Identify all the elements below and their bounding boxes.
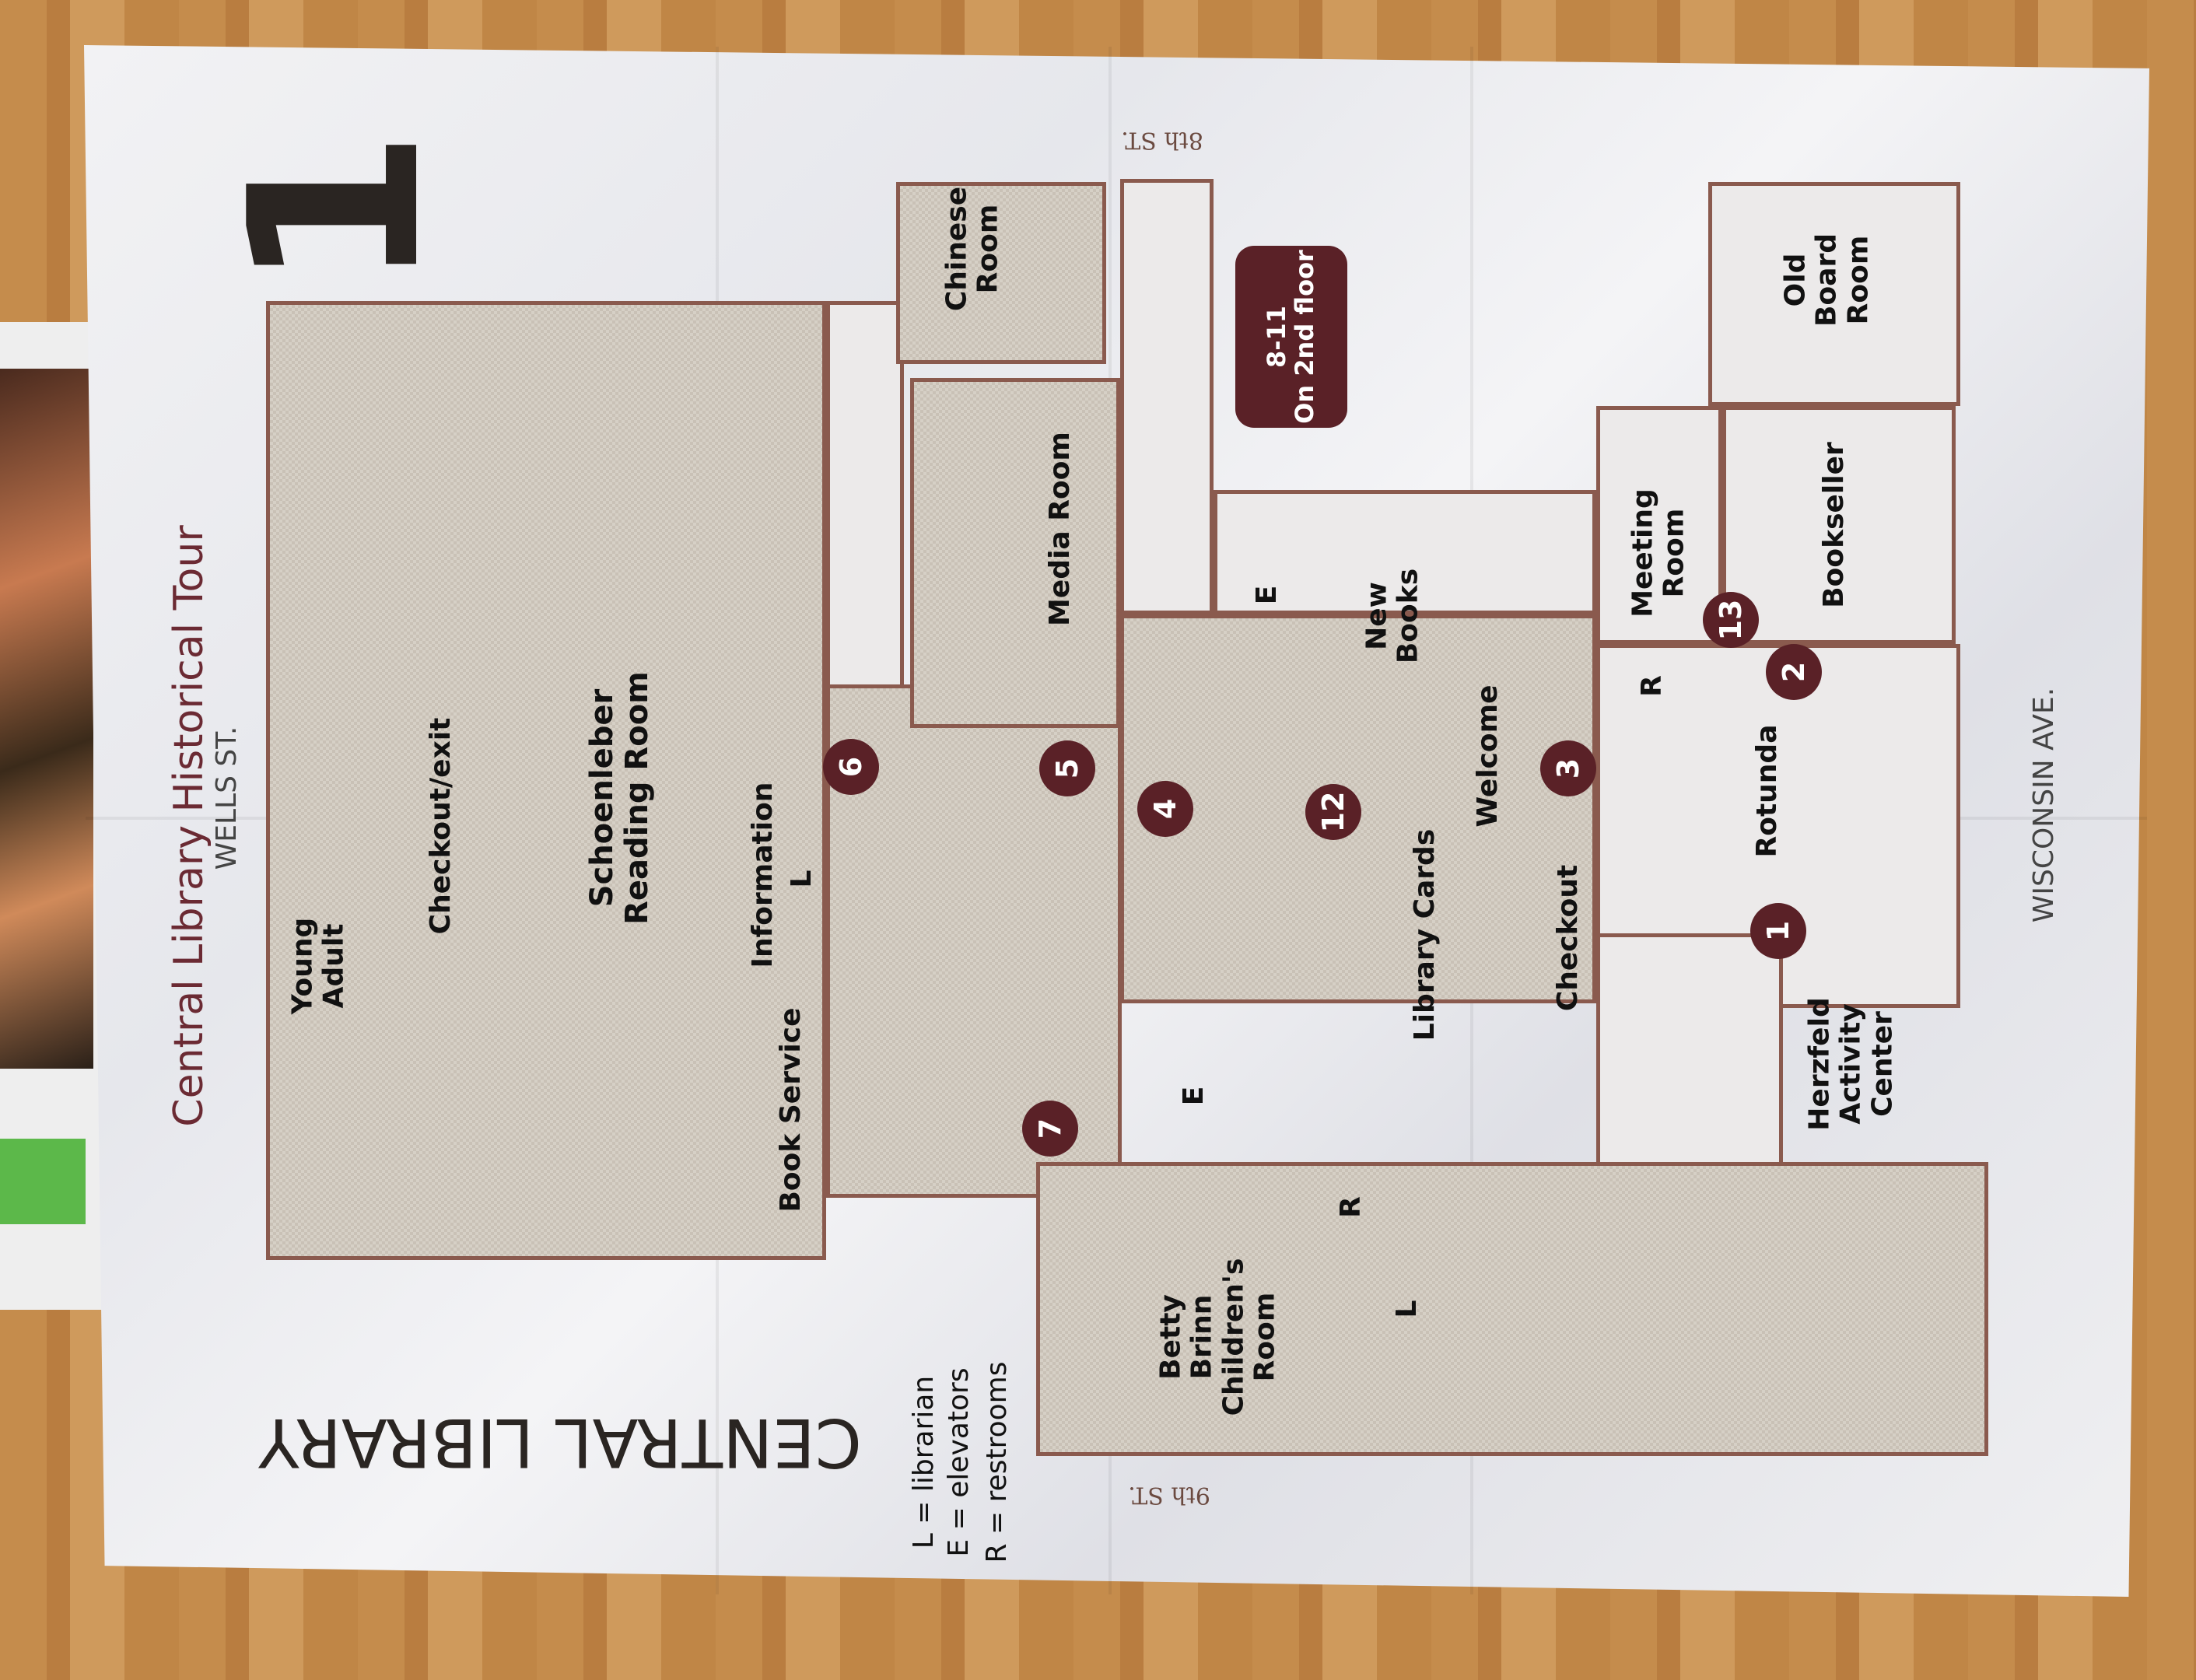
meeting-room-area bbox=[1596, 406, 1722, 644]
map-title: Central Library Historical Tour bbox=[165, 525, 212, 1127]
corridor-east bbox=[1120, 179, 1214, 614]
tour-stop-13[interactable]: 13 bbox=[1703, 592, 1759, 648]
restroom-symbol: R bbox=[1334, 1196, 1367, 1218]
tour-stop-5[interactable]: 5 bbox=[1039, 740, 1095, 796]
elevator-symbol: E bbox=[1177, 1086, 1210, 1106]
room-library-cards[interactable]: Library Cards bbox=[1408, 828, 1441, 1041]
tour-stop-2[interactable]: 2 bbox=[1766, 644, 1822, 700]
tour-stop-6[interactable]: 6 bbox=[823, 739, 879, 795]
street-wisconsin: WISCONSIN AVE. bbox=[2027, 687, 2060, 923]
room-meeting[interactable]: Meeting Room bbox=[1627, 488, 1690, 618]
room-checkout-exit[interactable]: Checkout/exit bbox=[424, 717, 457, 935]
room-media[interactable]: Media Room bbox=[1043, 432, 1076, 626]
room-information[interactable]: Information bbox=[746, 782, 779, 968]
restroom-symbol: R bbox=[1635, 675, 1668, 697]
room-checkout[interactable]: Checkout bbox=[1551, 864, 1584, 1012]
welcome-area bbox=[1120, 614, 1596, 1003]
street-8th: 8th ST. bbox=[1121, 126, 1203, 154]
tour-stop-7[interactable]: 7 bbox=[1022, 1101, 1078, 1157]
bookseller-area bbox=[1722, 406, 1956, 644]
tour-stop-1[interactable]: 1 bbox=[1750, 903, 1806, 959]
page-number: 1 bbox=[200, 128, 471, 292]
chinese-room-area bbox=[896, 182, 1106, 364]
media-room-area bbox=[910, 378, 1120, 728]
childrens-room-area bbox=[1036, 1162, 1988, 1456]
room-new-books[interactable]: New Books bbox=[1361, 568, 1424, 664]
room-childrens[interactable]: Betty Brinn Children's Room bbox=[1154, 1258, 1281, 1416]
second-floor-badge: 8-11 On 2nd floor bbox=[1235, 246, 1347, 428]
tour-stop-3[interactable]: 3 bbox=[1540, 740, 1596, 796]
room-chinese[interactable]: Chinese Room bbox=[940, 186, 1004, 312]
room-welcome[interactable]: Welcome bbox=[1471, 684, 1504, 828]
librarian-symbol: L bbox=[785, 870, 818, 888]
room-reading-room[interactable]: Schoenleber Reading Room bbox=[584, 671, 655, 925]
street-wells: WELLS ST. bbox=[210, 726, 243, 870]
tour-stop-4[interactable]: 4 bbox=[1137, 781, 1193, 837]
room-bookseller[interactable]: Bookseller bbox=[1817, 442, 1850, 608]
new-books-area bbox=[1214, 490, 1596, 614]
legend-restrooms: R = restrooms bbox=[980, 1361, 1013, 1563]
librarian-symbol: L bbox=[1390, 1300, 1423, 1318]
room-old-board[interactable]: Old Board Room bbox=[1779, 233, 1875, 327]
service-area bbox=[826, 301, 904, 690]
room-book-service[interactable]: Book Service bbox=[774, 1007, 807, 1213]
tour-stop-12[interactable]: 12 bbox=[1305, 784, 1361, 840]
herzfeld-area bbox=[1596, 933, 1783, 1167]
building-name: CENTRAL LIBRARY bbox=[258, 1403, 862, 1481]
elevator-symbol: E bbox=[1250, 585, 1283, 605]
room-rotunda[interactable]: Rotunda bbox=[1750, 724, 1783, 858]
old-board-room-area bbox=[1708, 182, 1960, 406]
room-young-adult[interactable]: Young Adult bbox=[286, 917, 350, 1015]
street-9th: 9th ST. bbox=[1128, 1481, 1210, 1509]
second-floor-note: 8-11 On 2nd floor bbox=[1262, 250, 1319, 424]
legend-librarian: L = librarian bbox=[907, 1375, 940, 1549]
legend-elevators: E = elevators bbox=[942, 1367, 975, 1557]
reading-room-area bbox=[266, 301, 826, 1260]
room-herzfeld[interactable]: Herzfeld Activity Center bbox=[1803, 997, 1899, 1131]
